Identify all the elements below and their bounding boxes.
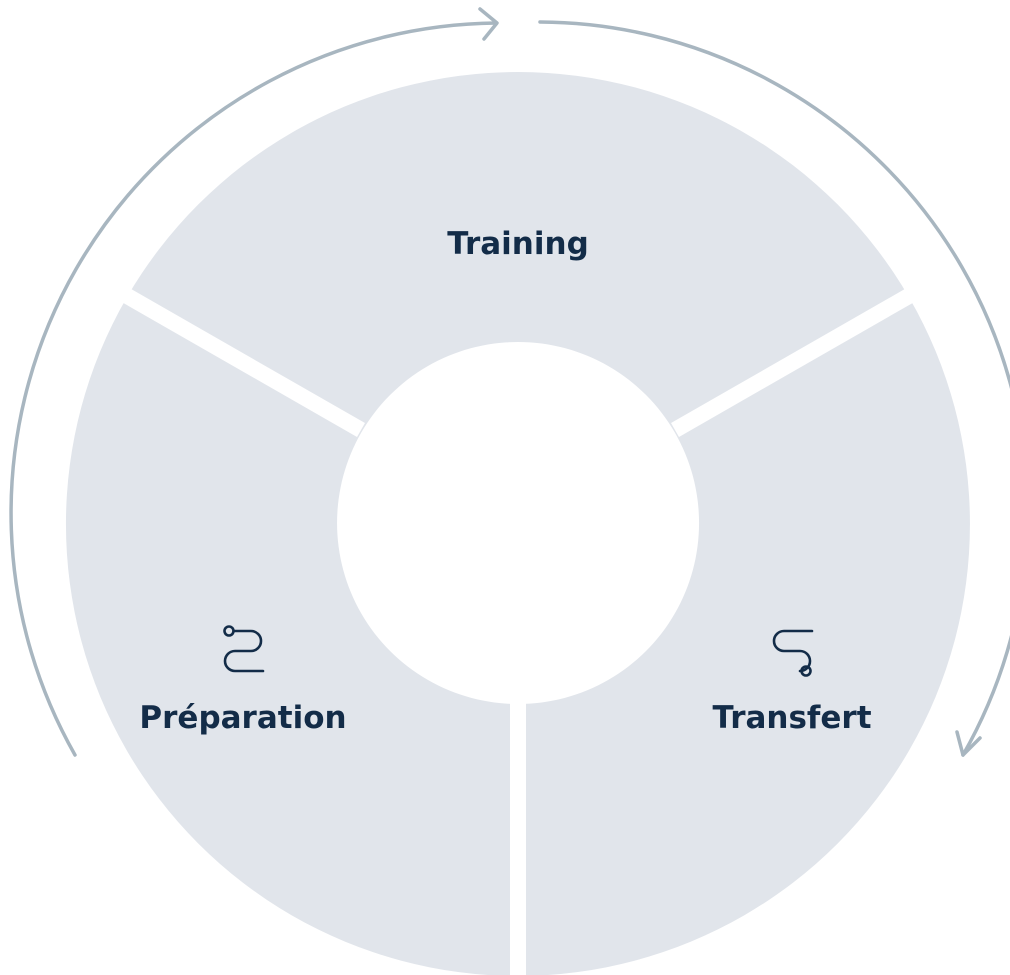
route-icon xyxy=(223,625,265,673)
route-icon xyxy=(772,629,814,677)
divider-top-left xyxy=(118,286,365,437)
route-icon-end-dot xyxy=(800,665,812,677)
cycle-arrow-left-head xyxy=(478,7,499,41)
route-icon-path xyxy=(223,629,265,673)
segment-label-transfert: Transfert xyxy=(712,700,871,736)
segment-label-preparation: Préparation xyxy=(139,700,346,736)
segment-label-training: Training xyxy=(447,226,589,262)
segment-ring xyxy=(65,72,970,975)
donut-ring xyxy=(65,72,970,975)
cycle-arrow-right xyxy=(538,20,1010,757)
divider-top-right xyxy=(671,286,918,437)
cycle-arrow-right-head xyxy=(955,730,982,757)
cycle-arrow-left xyxy=(9,21,498,757)
cycle-arrows xyxy=(9,7,1010,757)
